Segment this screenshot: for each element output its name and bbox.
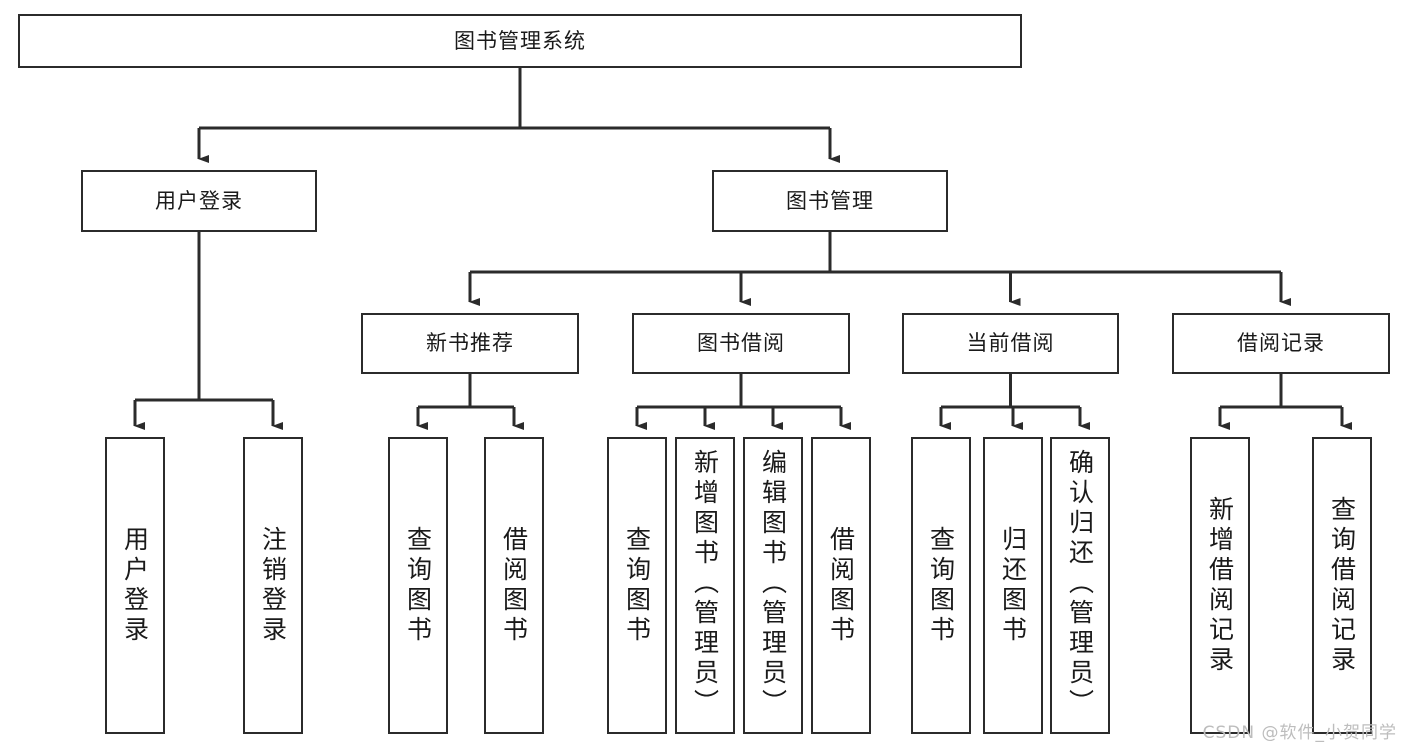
node-leaf-edit-book-admin[interactable]: 编辑图书（管理员） bbox=[743, 437, 803, 734]
node-label: 用户登录 bbox=[120, 525, 150, 646]
node-leaf-query-book-borrow[interactable]: 查询图书 bbox=[607, 437, 667, 734]
node-leaf-add-book-admin[interactable]: 新增图书（管理员） bbox=[675, 437, 735, 734]
node-label: 借阅记录 bbox=[1237, 331, 1325, 356]
node-label: 注销登录 bbox=[258, 525, 288, 646]
node-label: 新增图书（管理员） bbox=[690, 449, 720, 719]
node-book-manage[interactable]: 图书管理 bbox=[712, 170, 948, 232]
node-borrow-record[interactable]: 借阅记录 bbox=[1172, 313, 1390, 374]
node-leaf-borrow-book-rec[interactable]: 借阅图书 bbox=[484, 437, 544, 734]
node-leaf-query-borrow-record[interactable]: 查询借阅记录 bbox=[1312, 437, 1372, 734]
node-label: 借阅图书 bbox=[826, 525, 856, 646]
node-label: 查询图书 bbox=[403, 525, 433, 646]
node-leaf-query-book-rec[interactable]: 查询图书 bbox=[388, 437, 448, 734]
node-leaf-confirm-return-admin[interactable]: 确认归还（管理员） bbox=[1050, 437, 1110, 734]
node-label: 当前借阅 bbox=[966, 331, 1055, 356]
node-book-borrow[interactable]: 图书借阅 bbox=[632, 313, 850, 374]
node-label: 归还图书 bbox=[998, 525, 1028, 646]
node-label: 图书管理 bbox=[786, 188, 874, 213]
node-leaf-query-book-current[interactable]: 查询图书 bbox=[911, 437, 971, 734]
node-label: 编辑图书（管理员） bbox=[758, 449, 788, 719]
node-leaf-user-login[interactable]: 用户登录 bbox=[105, 437, 165, 734]
node-current-borrow[interactable]: 当前借阅 bbox=[902, 313, 1119, 374]
node-label: 查询图书 bbox=[622, 525, 652, 646]
node-label: 确认归还（管理员） bbox=[1065, 449, 1095, 719]
node-label: 查询借阅记录 bbox=[1327, 495, 1357, 676]
node-label: 图书借阅 bbox=[697, 331, 785, 356]
node-label: 查询图书 bbox=[926, 525, 956, 646]
node-leaf-add-borrow-record[interactable]: 新增借阅记录 bbox=[1190, 437, 1250, 734]
node-label: 新书推荐 bbox=[426, 331, 514, 356]
node-user-login[interactable]: 用户登录 bbox=[81, 170, 317, 232]
node-label: 图书管理系统 bbox=[454, 28, 586, 53]
node-new-book-recommend[interactable]: 新书推荐 bbox=[361, 313, 579, 374]
node-label: 借阅图书 bbox=[499, 525, 529, 646]
node-leaf-return-book[interactable]: 归还图书 bbox=[983, 437, 1043, 734]
node-leaf-logout[interactable]: 注销登录 bbox=[243, 437, 303, 734]
node-root[interactable]: 图书管理系统 bbox=[18, 14, 1022, 68]
node-leaf-borrow-book[interactable]: 借阅图书 bbox=[811, 437, 871, 734]
node-label: 用户登录 bbox=[155, 188, 243, 213]
csdn-watermark: CSDN @软件_小贺同学 bbox=[1202, 723, 1397, 743]
node-label: 新增借阅记录 bbox=[1205, 495, 1235, 676]
